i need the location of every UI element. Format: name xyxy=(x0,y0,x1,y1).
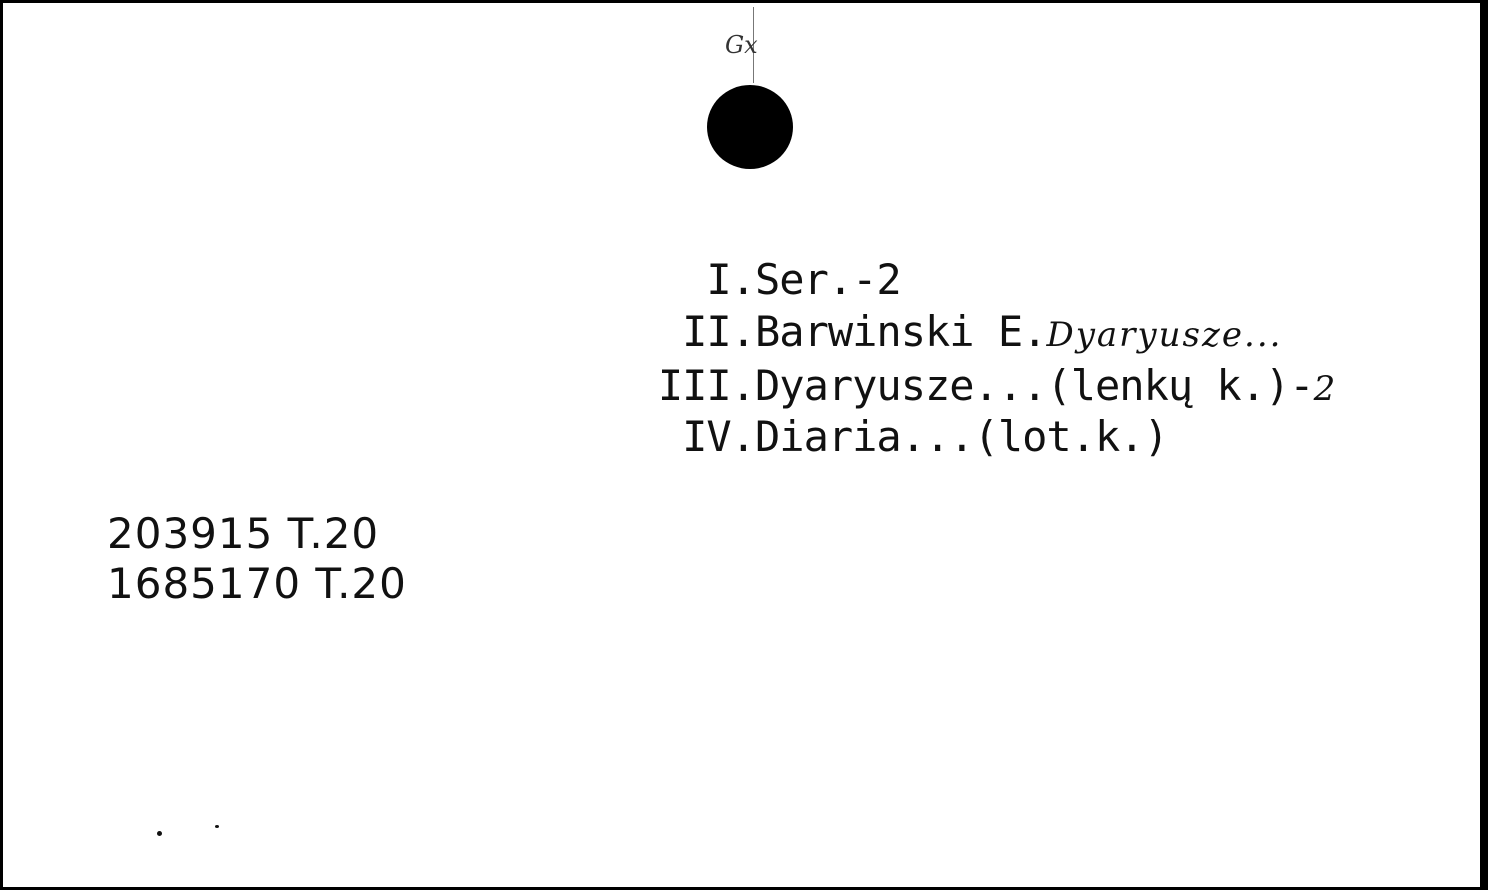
entry-text: Diaria...(lot.k.) xyxy=(755,412,1169,461)
speck xyxy=(215,825,219,828)
entry-numeral: IV. xyxy=(682,412,756,461)
entry-3: III.Dyaryusze...(lenkų k.)-2 xyxy=(3,361,1337,411)
call-numbers: 203915 T.20 1685170 T.20 xyxy=(107,509,407,609)
catalog-card: Gx I.Ser.-2 II.Barwinski E.Dyaryusze... … xyxy=(3,3,1484,887)
handwritten-text: Dyaryusze... xyxy=(1046,315,1283,355)
entry-2: II.Barwinski E.Dyaryusze... xyxy=(3,307,1282,357)
entry-1: I.Ser.-2 xyxy=(3,255,901,305)
entry-numeral: II. xyxy=(682,307,756,356)
entry-text: Barwinski E. xyxy=(755,307,1047,356)
card-edge-right xyxy=(1480,0,1488,890)
handwritten-annotation: Gx xyxy=(725,31,758,59)
entry-numeral: I. xyxy=(706,255,756,304)
entry-text: Dyaryusze...(lenkų k.)- xyxy=(755,361,1315,410)
entry-text: Ser.-2 xyxy=(755,255,902,304)
call-number-1: 203915 T.20 xyxy=(107,509,380,558)
handwritten-text: 2 xyxy=(1313,369,1338,409)
pencil-mark xyxy=(753,7,754,83)
card-edge-left xyxy=(0,0,3,890)
entry-numeral: III. xyxy=(657,361,756,410)
speck xyxy=(157,831,162,836)
call-number-2: 1685170 T.20 xyxy=(107,559,407,608)
entry-4: IV.Diaria...(lot.k.) xyxy=(3,412,1169,462)
punch-hole xyxy=(707,85,793,169)
